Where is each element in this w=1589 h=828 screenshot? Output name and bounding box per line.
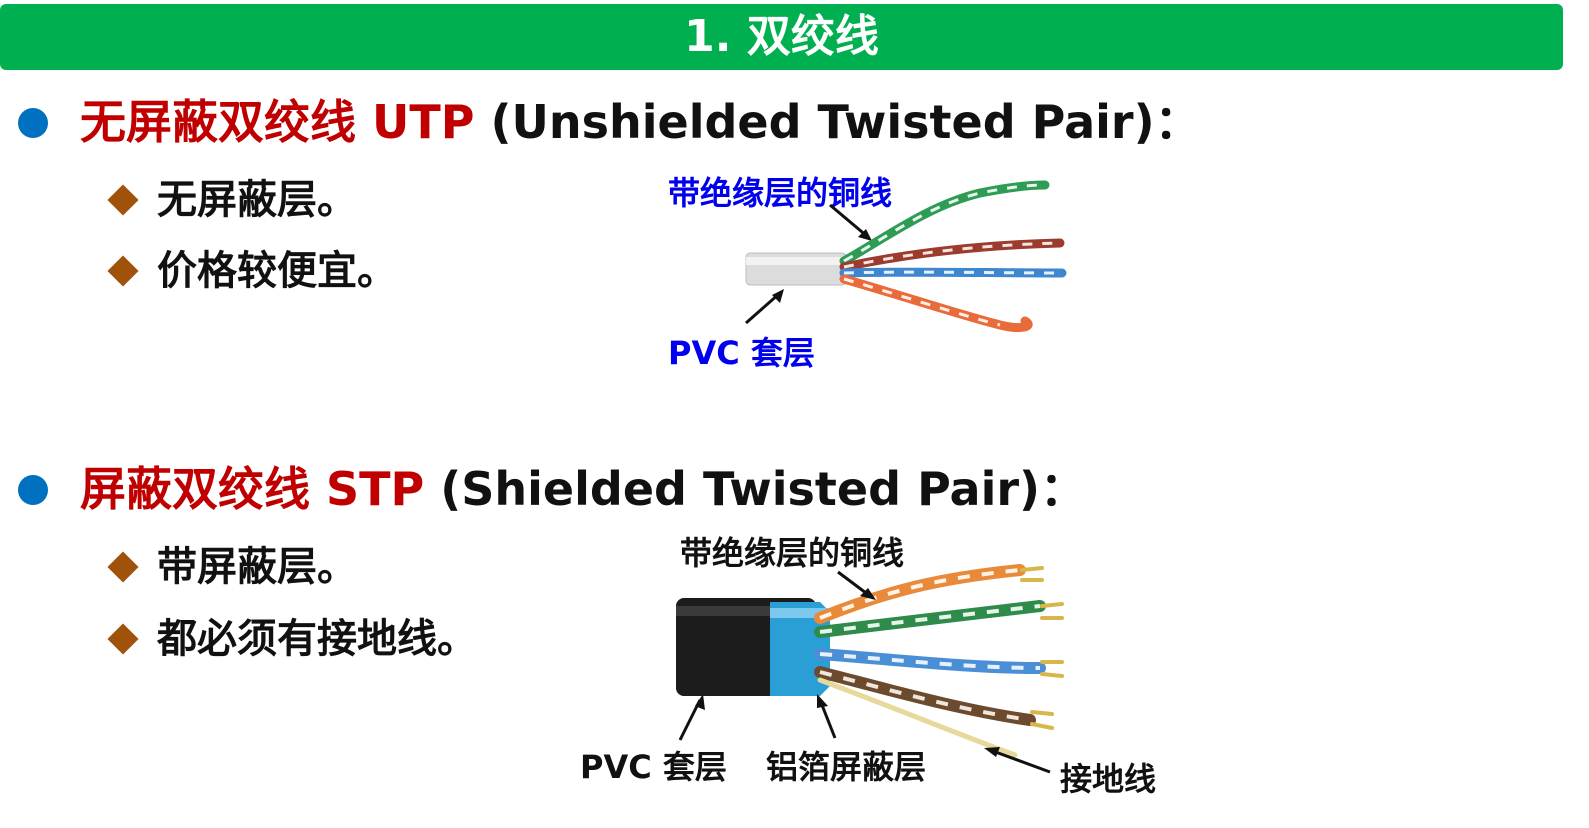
stp-point-2-diamond xyxy=(107,623,139,655)
utp-point-2-diamond xyxy=(107,255,139,287)
stp-heading: 屏蔽双绞线 STP (Shielded Twisted Pair)： xyxy=(80,461,1086,517)
utp-bullet-dot xyxy=(18,108,48,138)
utp-point-1-diamond xyxy=(107,184,139,216)
stp-label-wire: 带绝缘层的铜线 xyxy=(680,534,905,572)
stp-point-1-diamond xyxy=(107,551,139,583)
stp-point-1: 带屏蔽层。 xyxy=(157,544,357,590)
stp-label-jacket: PVC 套层 xyxy=(580,748,727,786)
stp-heading-cn: 屏蔽双绞线 STP xyxy=(80,462,425,516)
utp-heading: 无屏蔽双绞线 UTP (Unshielded Twisted Pair)： xyxy=(80,94,1201,150)
utp-point-2: 价格较便宜。 xyxy=(157,248,397,294)
stp-cable-illustration xyxy=(676,564,1064,774)
stp-label-foil: 铝箔屏蔽层 xyxy=(766,748,927,786)
stp-bullet-dot xyxy=(18,475,48,505)
utp-heading-cn: 无屏蔽双绞线 UTP xyxy=(80,95,475,149)
utp-label-wire: 带绝缘层的铜线 xyxy=(668,174,893,212)
stp-label-ground: 接地线 xyxy=(1060,760,1157,798)
stp-heading-en: (Shielded Twisted Pair)： xyxy=(424,462,1087,516)
utp-heading-en: (Unshielded Twisted Pair)： xyxy=(474,95,1201,149)
title-bar: 1. 双绞线 xyxy=(0,4,1563,70)
page-title: 1. 双绞线 xyxy=(684,11,879,62)
utp-point-1: 无屏蔽层。 xyxy=(157,177,357,223)
utp-cable-illustration xyxy=(745,180,1067,333)
stp-point-2: 都必须有接地线。 xyxy=(157,616,477,662)
utp-label-jacket: PVC 套层 xyxy=(668,334,815,372)
